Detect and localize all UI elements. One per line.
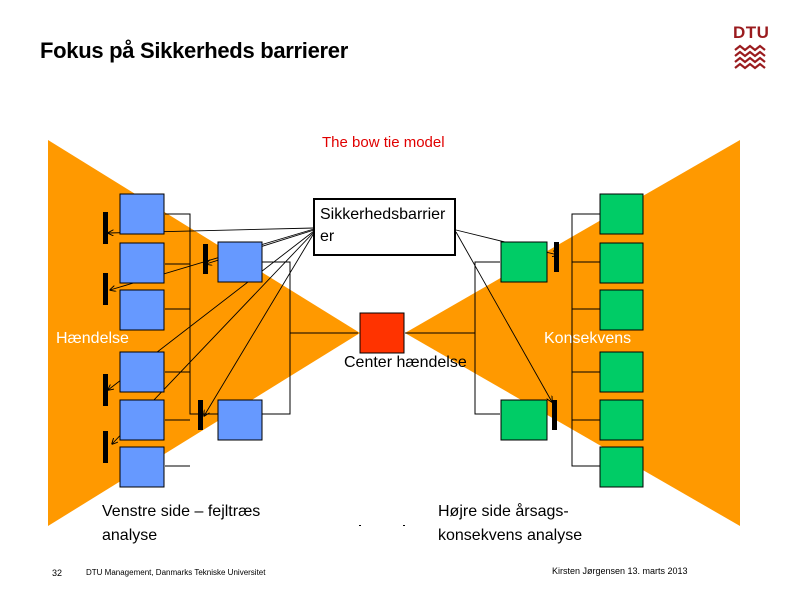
- left-side-caption-line2: analyse: [102, 527, 158, 544]
- slide-title: Fokus på Sikkerheds barrierer: [40, 38, 349, 63]
- cause-box: [217, 399, 263, 441]
- consequence-box: [599, 289, 644, 331]
- dtu-logo: DTU: [733, 23, 770, 70]
- consequence-box: [599, 242, 644, 284]
- cause-box: [119, 446, 165, 488]
- cause-box: [119, 289, 165, 331]
- consequence-box: [500, 241, 548, 283]
- cause-box: [119, 351, 165, 393]
- consequence-box: [599, 351, 644, 393]
- consequence-box: [599, 193, 644, 235]
- left-side-caption: Venstre side – fejltræs analyse: [102, 500, 312, 548]
- consequence-box: [599, 446, 644, 488]
- barrier-mark: [554, 242, 559, 272]
- footer-organization: DTU Management, Danmarks Tekniske Univer…: [86, 568, 266, 577]
- dtu-logo-text: DTU: [733, 23, 770, 42]
- right-side-caption-line2: konsekvens analyse: [438, 527, 583, 544]
- left-side-caption-line1: Venstre side – fejltræs: [102, 503, 261, 520]
- page-number: 32: [52, 568, 63, 578]
- barrier-mark: [198, 400, 203, 430]
- center-event-label: Center hændelse: [344, 354, 467, 371]
- consequence-box: [599, 399, 644, 441]
- cause-boxes: [119, 193, 263, 488]
- barrier-mark: [552, 400, 557, 430]
- barrier-mark: [103, 374, 108, 406]
- cause-box: [119, 399, 165, 441]
- safety-barrier-label-box: Sikkerhedsbarrierer: [313, 198, 456, 256]
- right-side-caption: Højre side årsags- konsekvens analyse: [438, 500, 658, 548]
- barrier-mark: [103, 273, 108, 305]
- center-event-box: [359, 312, 405, 354]
- cause-box: [217, 241, 263, 283]
- right-connector-lines: [405, 213, 600, 467]
- consequence-label: Konsekvens: [544, 330, 632, 347]
- dtu-logo-waves-icon: [734, 44, 766, 70]
- event-label: Hændelse: [56, 330, 129, 347]
- footer-author-date: Kirsten Jørgensen 13. marts 2013: [552, 566, 688, 576]
- cause-box: [119, 193, 165, 235]
- diagram-subtitle: The bow tie model: [322, 134, 445, 151]
- consequence-box: [500, 399, 548, 441]
- consequence-boxes: [500, 193, 644, 488]
- right-side-caption-line1: Højre side årsags-: [438, 503, 569, 520]
- barrier-mark: [103, 431, 108, 463]
- barrier-marks: [103, 212, 559, 463]
- barrier-mark: [203, 244, 208, 274]
- barrier-mark: [103, 212, 108, 244]
- cause-box: [119, 242, 165, 284]
